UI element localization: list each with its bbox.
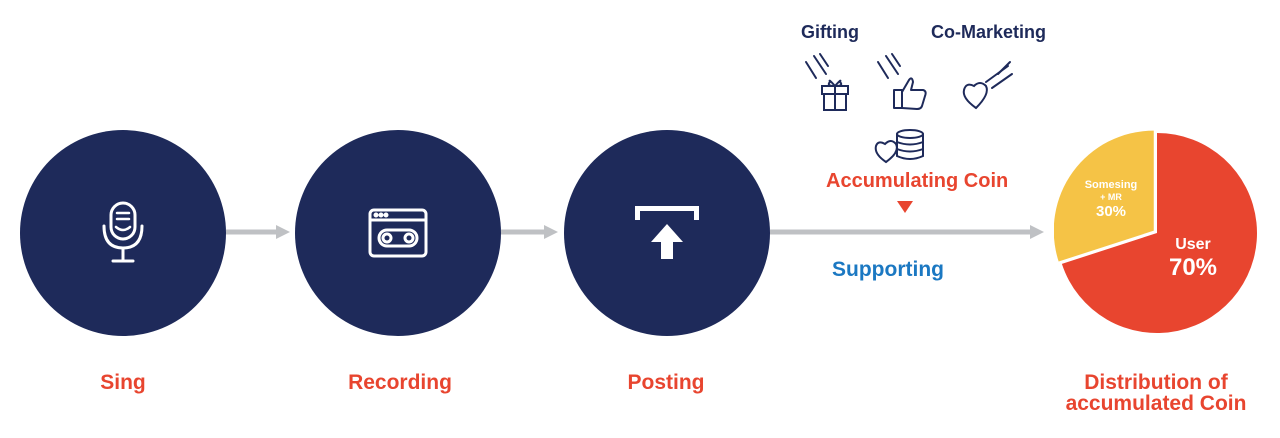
distribution-title-line1: Distribution of xyxy=(1084,371,1228,394)
connector-recording-posting xyxy=(494,225,558,239)
distribution-pie-chart xyxy=(1054,130,1257,333)
upload-icon xyxy=(635,206,699,259)
connector-posting-distribution xyxy=(770,225,1044,239)
connector-sing-recording xyxy=(226,225,290,239)
gifting-label: Gifting xyxy=(801,22,859,42)
pie-label-user-name: User xyxy=(1175,236,1211,253)
accumulating-coin-label: Accumulating Coin xyxy=(826,170,1009,192)
down-triangle-marker xyxy=(897,201,913,213)
step-circle-sing xyxy=(20,130,226,336)
pie-value-user: 70% xyxy=(1168,254,1218,281)
gift-icon xyxy=(805,53,849,111)
distribution-title: Distribution of accumulated Coin xyxy=(1036,372,1276,414)
pie-label-user: User 70% xyxy=(1150,236,1236,282)
supporting-label: Supporting xyxy=(832,258,944,281)
pie-slice-somesing xyxy=(1054,130,1154,262)
recording-window-icon xyxy=(368,208,428,258)
heart-icon xyxy=(962,61,1013,110)
microphone-icon xyxy=(102,201,144,263)
pie-value-somesing: 30% xyxy=(1095,203,1127,220)
pie-label-somesing-line1: Somesing xyxy=(1084,179,1138,191)
distribution-title-line2: accumulated Coin xyxy=(1065,392,1247,415)
pie-label-somesing: Somesing + MR 30% xyxy=(1074,179,1148,220)
step-label-posting: Posting xyxy=(627,371,705,394)
pie-label-somesing-line2: + MR xyxy=(1100,192,1122,202)
step-label-sing: Sing xyxy=(100,371,146,394)
co-marketing-label: Co-Marketing xyxy=(931,22,1047,42)
heart-coins-icon xyxy=(874,129,924,164)
step-label-recording: Recording xyxy=(348,371,452,394)
thumbs-up-icon xyxy=(877,53,927,110)
step-circle-posting xyxy=(564,130,770,336)
step-circle-recording xyxy=(295,130,501,336)
pie-slice-user xyxy=(1061,133,1257,333)
